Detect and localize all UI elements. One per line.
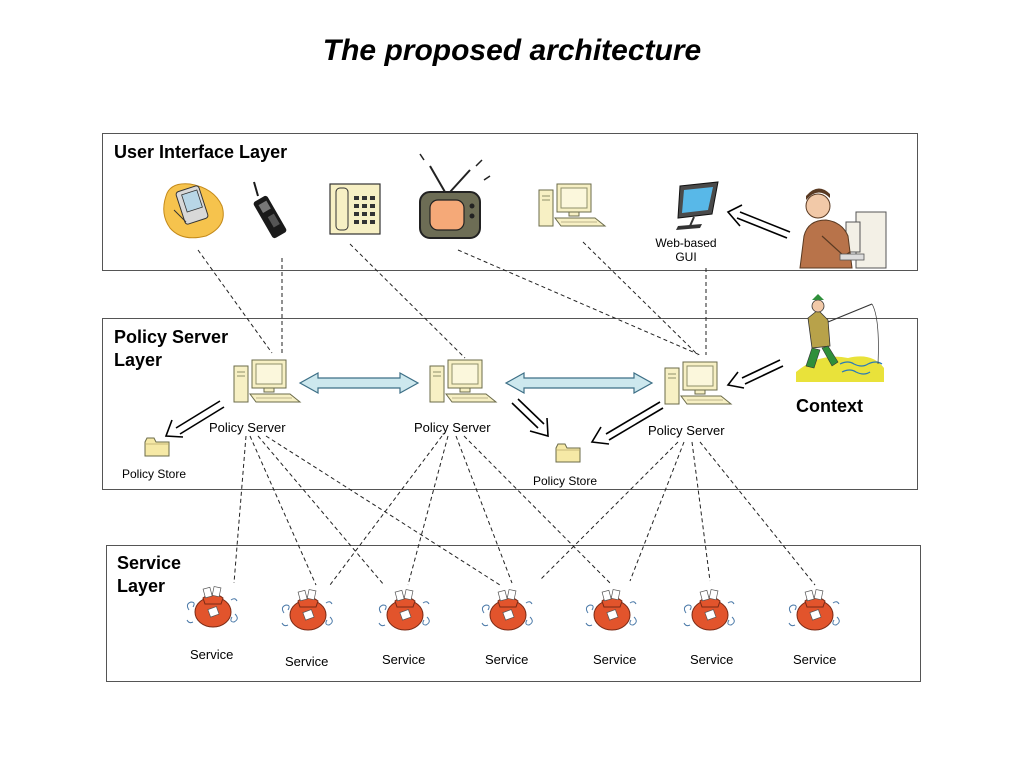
- service-2-label: Service: [285, 654, 329, 669]
- service-1-label: Service: [190, 647, 234, 662]
- mobile-phone-icon[interactable]: [253, 181, 288, 239]
- web-gui-label: Web-based GUI: [646, 236, 726, 264]
- desk-phone-icon[interactable]: [329, 183, 381, 235]
- policy-store-2-label: Policy Store: [532, 474, 598, 488]
- desktop-computer-icon[interactable]: [538, 183, 606, 227]
- policy-server-3-label: Policy Server: [648, 423, 725, 438]
- service-4-icon[interactable]: [481, 588, 533, 631]
- service-1-icon[interactable]: [186, 585, 238, 628]
- double-line-arrows: [164, 204, 791, 445]
- pda-icon[interactable]: [163, 183, 224, 239]
- policy-server-layer: [102, 318, 918, 490]
- web-gui-label-line2: GUI: [675, 250, 697, 264]
- service-layer-label: Service Layer: [117, 552, 181, 598]
- service-7-label: Service: [793, 652, 837, 667]
- service-5-label: Service: [593, 652, 637, 667]
- user-interface-layer: [102, 133, 918, 271]
- monitor-icon[interactable]: [676, 181, 719, 230]
- service-3-label: Service: [382, 652, 426, 667]
- service-5-icon[interactable]: [585, 588, 637, 631]
- television-icon[interactable]: [419, 153, 491, 239]
- policy-server-layer-label-line1: Policy Server: [114, 327, 229, 347]
- person-at-computer-icon[interactable]: [799, 188, 887, 269]
- policy-server-2-computer-icon[interactable]: [429, 359, 497, 403]
- policy-server-1-computer-icon[interactable]: [233, 359, 301, 403]
- service-4-label: Service: [485, 652, 529, 667]
- policy-server-layer-label: Policy Server Layer: [114, 326, 228, 372]
- policy-server-3-computer-icon[interactable]: [664, 361, 732, 405]
- policy-server-2-label: Policy Server: [414, 420, 491, 435]
- bidirectional-arrow-left: [298, 371, 420, 395]
- service-3-icon[interactable]: [378, 588, 430, 631]
- policy-server-1-label: Policy Server: [209, 420, 286, 435]
- policy-store-2-folder-icon[interactable]: [555, 443, 581, 463]
- fisherman-icon[interactable]: [796, 294, 884, 382]
- service-7-icon[interactable]: [788, 588, 840, 631]
- bidirectional-arrow-right: [504, 371, 654, 395]
- service-6-icon[interactable]: [683, 588, 735, 631]
- service-2-icon[interactable]: [281, 588, 333, 631]
- dashed-connections: [197, 241, 816, 586]
- web-gui-label-line1: Web-based: [655, 236, 717, 250]
- service-6-label: Service: [690, 652, 734, 667]
- context-label: Context: [796, 396, 863, 416]
- service-layer-label-line2: Layer: [117, 576, 166, 596]
- policy-server-layer-label-line2: Layer: [114, 350, 163, 370]
- service-layer-label-line1: Service: [117, 553, 182, 573]
- policy-store-1-folder-icon[interactable]: [144, 437, 170, 457]
- user-interface-layer-label: User Interface Layer: [114, 142, 288, 162]
- policy-store-1-label: Policy Store: [121, 467, 187, 481]
- page-title: The proposed architecture: [322, 34, 702, 67]
